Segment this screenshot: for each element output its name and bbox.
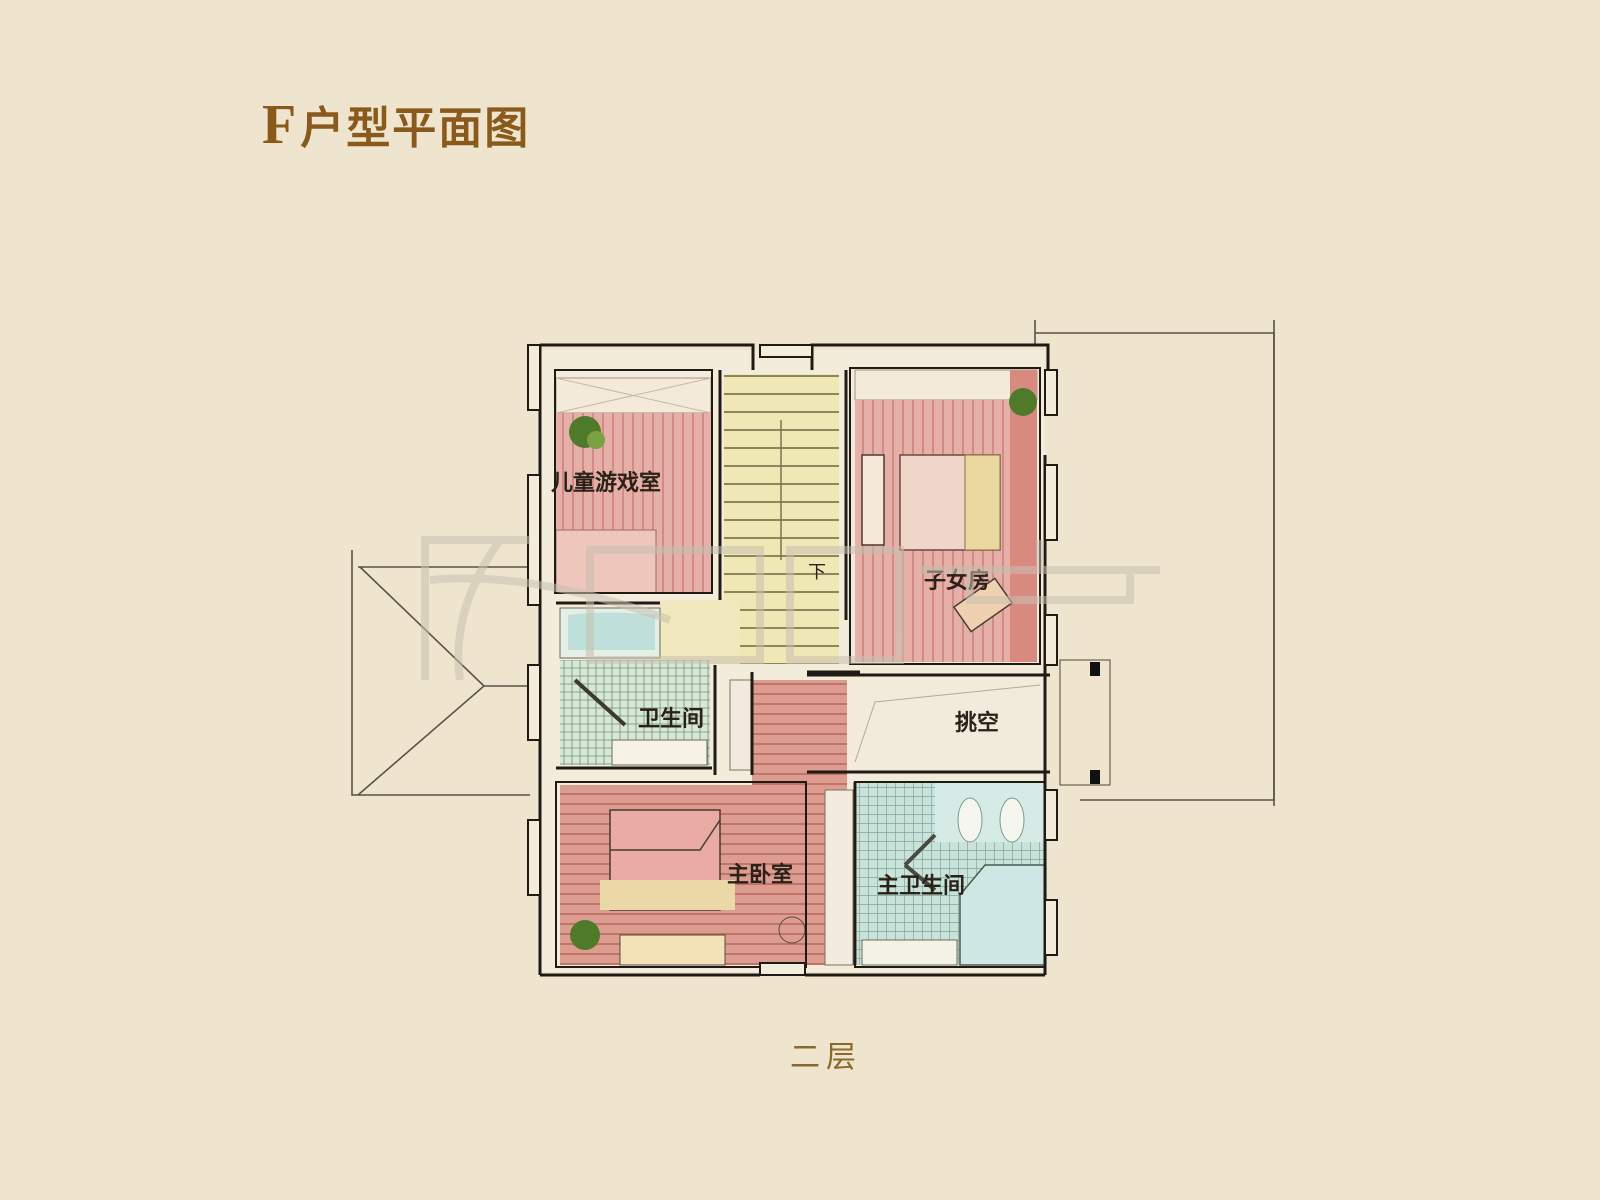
title-text: 户型平面图	[300, 103, 531, 154]
label-bathroom: 卫生间	[638, 707, 704, 732]
label-children-room: 子女房	[924, 568, 990, 594]
roof-outline-left	[351, 550, 530, 796]
floor-caption: 二层	[790, 1040, 862, 1075]
label-stairs-down: 下	[808, 562, 826, 583]
label-void: 挑空	[955, 710, 999, 736]
room-children	[854, 369, 1038, 662]
windows	[527, 344, 1058, 976]
plant-icon	[1009, 388, 1037, 416]
unit-type-letter: F	[262, 94, 299, 156]
room-void	[857, 680, 1047, 770]
label-master-bedroom: 主卧室	[727, 862, 793, 888]
bathtub-icon	[959, 864, 1046, 966]
room-master-bedroom	[560, 785, 807, 966]
label-master-bathroom: 主卫生间	[877, 874, 965, 899]
room-master-bathroom	[824, 782, 1047, 966]
roof-outline-right	[1034, 320, 1275, 806]
plant-icon	[570, 920, 600, 950]
page-title: F户型平面图	[262, 92, 530, 157]
label-kids-playroom: 儿童游戏室	[550, 470, 661, 496]
